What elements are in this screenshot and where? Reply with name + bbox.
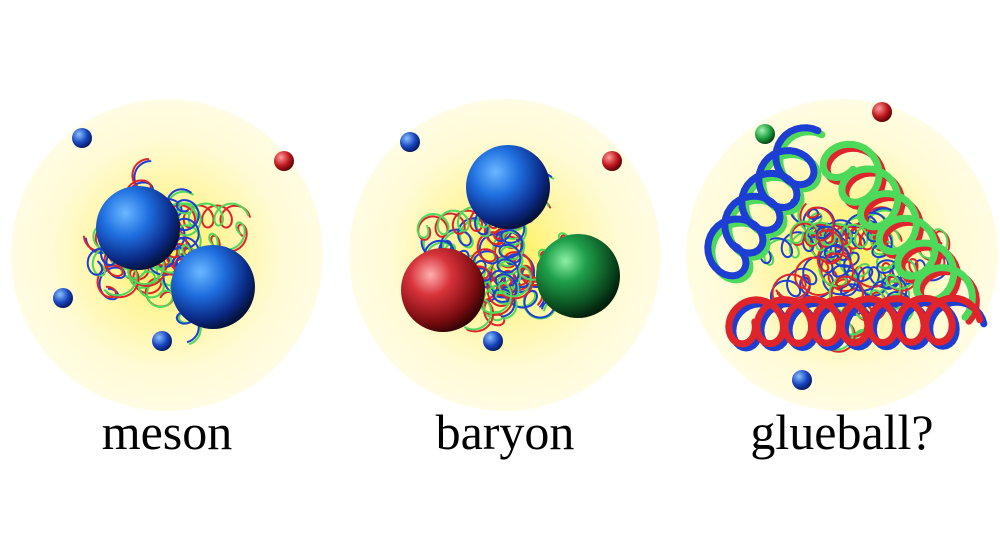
baryon-quark-green [536,234,620,318]
glueball-label: glueball? [750,404,934,460]
baryon-label: baryon [435,404,575,460]
baryon-quark-red [401,248,485,332]
meson-panel [11,99,323,411]
meson-label: meson [101,404,233,460]
baryon-halo [349,99,661,411]
meson-small-quark-1 [72,128,92,148]
glueball-small-quark-3 [792,370,812,390]
gluon-coil [725,294,984,348]
meson-small-quark-2 [274,151,294,171]
gluon-coil [704,124,822,280]
baryon-small-quark-1 [400,132,420,152]
baryon-quark-blue [466,145,550,229]
meson-quark-2 [171,245,255,329]
baryon-panel [349,99,661,411]
glueball-small-quark-1 [755,124,775,144]
baryon-small-quark-2 [602,151,622,171]
gluon-coil [819,140,976,321]
meson-small-quark-4 [152,331,172,351]
glueball-thick-gluons [704,124,988,352]
meson-quark-1 [96,186,180,270]
glueball-small-quark-2 [872,102,892,122]
glueball-panel [686,99,998,411]
baryon-small-quark-3 [483,331,503,351]
meson-small-quark-3 [53,288,73,308]
